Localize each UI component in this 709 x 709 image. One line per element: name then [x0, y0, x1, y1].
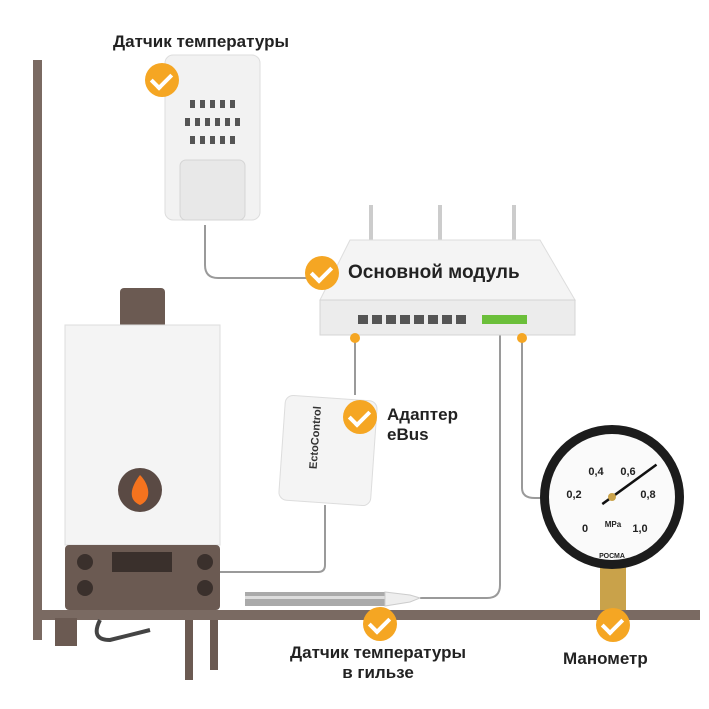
check-icon — [363, 607, 397, 641]
gauge-tick: 0 — [582, 523, 588, 535]
check-icon — [305, 256, 339, 290]
room-temperature-sensor — [164, 54, 261, 221]
immersion-sensor — [245, 591, 422, 607]
check-icon — [343, 400, 377, 434]
gauge-tick: 0,4 — [588, 466, 604, 478]
label-manometer: Манометр — [563, 649, 648, 668]
pipe-fitting — [55, 618, 77, 646]
label-room-sensor: Датчик температуры — [113, 32, 290, 51]
gauge-brand: РОСМА — [599, 553, 625, 560]
vertical-pipe — [33, 60, 42, 640]
adapter-logo: EctoControl — [308, 406, 324, 470]
label-adapter: Адаптер eBus — [387, 405, 458, 445]
boiler-pipe — [185, 620, 193, 680]
gauge-tick: 0,8 — [640, 489, 655, 501]
label-immersion-line1: Датчик температуры — [290, 643, 467, 662]
label-immersion-sensor: Датчик температуры в гильзе — [290, 643, 466, 683]
check-icon — [145, 63, 179, 97]
wires — [204, 225, 545, 599]
label-adapter-line2: eBus — [387, 425, 429, 444]
manometer: 0 0,2 0,4 0,6 0,8 1,0 MPa РОСМА — [540, 425, 684, 610]
main-module — [319, 205, 576, 343]
boiler-pipe — [94, 619, 151, 643]
check-icon — [596, 608, 630, 642]
label-main-module: Основной модуль — [348, 262, 520, 283]
label-adapter-line1: Адаптер — [387, 405, 458, 424]
gauge-tick: 0,6 — [620, 466, 635, 478]
gauge-tick: 1,0 — [632, 523, 647, 535]
gauge-unit: MPa — [605, 520, 622, 529]
boiler — [64, 288, 221, 610]
boiler-pipe — [210, 620, 218, 670]
label-immersion-line2: в гильзе — [342, 663, 414, 682]
gauge-tick: 0,2 — [566, 489, 581, 501]
